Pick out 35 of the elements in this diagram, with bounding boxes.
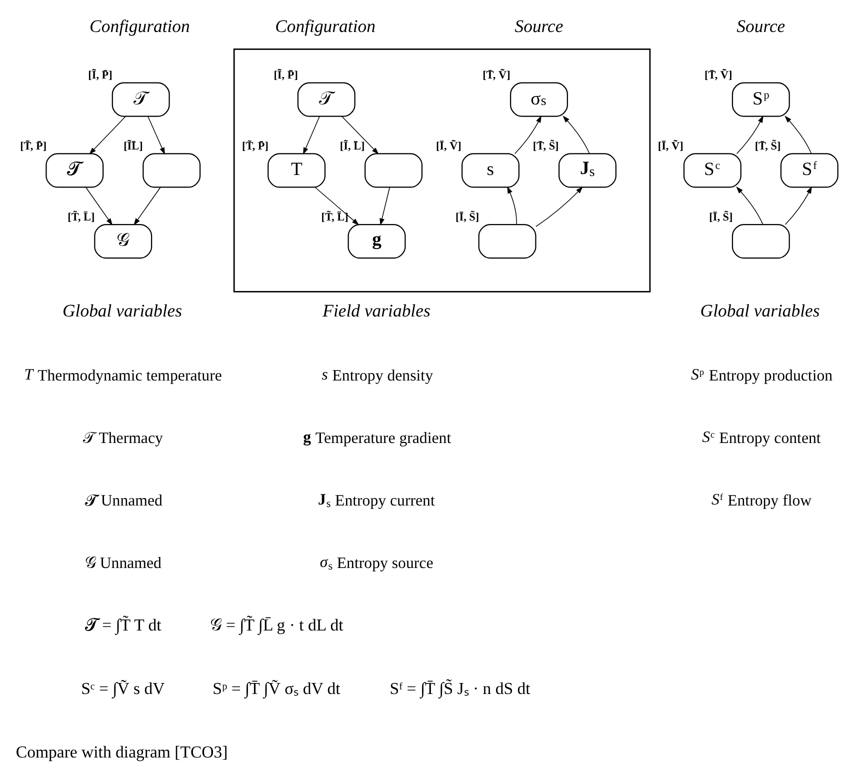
label: Sᵖ = ∫T̄ ∫Ṽ σₛ dV dt [212, 678, 340, 698]
node-label: [Ĩ, L̄] [340, 140, 365, 152]
node-label: [Ī, S̃] [456, 210, 480, 223]
label: Source [514, 16, 564, 36]
node-label: [T̄, S̃] [754, 140, 781, 152]
label: g Temperature gradient [303, 428, 452, 446]
label: 𝒯 Thermacy [83, 429, 163, 446]
label: 𝒢 = ∫T̃ ∫L̄ g · t dL dt [210, 615, 344, 634]
node-label: [Ī, S̃] [709, 210, 733, 223]
label: Configuration [275, 16, 376, 36]
label: Global variables [62, 300, 182, 320]
label: Global variables [700, 300, 820, 320]
node-label: [T̃, L̄] [321, 210, 348, 223]
label: 𝒢 Unnamed [84, 554, 162, 572]
label: Source [736, 16, 786, 36]
node-label: [Ī, Ṽ] [658, 140, 684, 152]
node-label: [T̃, P̄] [242, 140, 268, 152]
node-label: [T̄, Ṽ] [482, 69, 510, 82]
label: Field variables [322, 300, 430, 320]
label: 𝓣 Unnamed [84, 492, 162, 509]
node-label: [T̃, L̄] [68, 210, 95, 223]
label: T Thermodynamic temperature [24, 366, 222, 384]
node-label: [T̄, S̃] [532, 140, 559, 152]
node-label: [Ĩ, P̄] [274, 69, 298, 82]
node-label: [Ĩ, P̄] [88, 69, 112, 82]
label: Configuration [90, 16, 190, 36]
node-label: [T̄, Ṽ] [704, 69, 732, 82]
label: Sᶜ = ∫Ṽ s dV [81, 678, 165, 698]
node-label: [Ī, Ṽ] [436, 140, 462, 152]
node-label: [T̃, P̄] [20, 140, 47, 152]
label: Sᶠ = ∫T̄ ∫S̃ Jₛ · n dS dt [390, 678, 530, 698]
label: Compare with diagram [TCO3] [16, 742, 228, 761]
label: 𝓣 = ∫T̃ T dt [84, 615, 162, 634]
node-label: [ĨL̄] [124, 140, 143, 152]
label: s Entropy density [322, 366, 433, 384]
